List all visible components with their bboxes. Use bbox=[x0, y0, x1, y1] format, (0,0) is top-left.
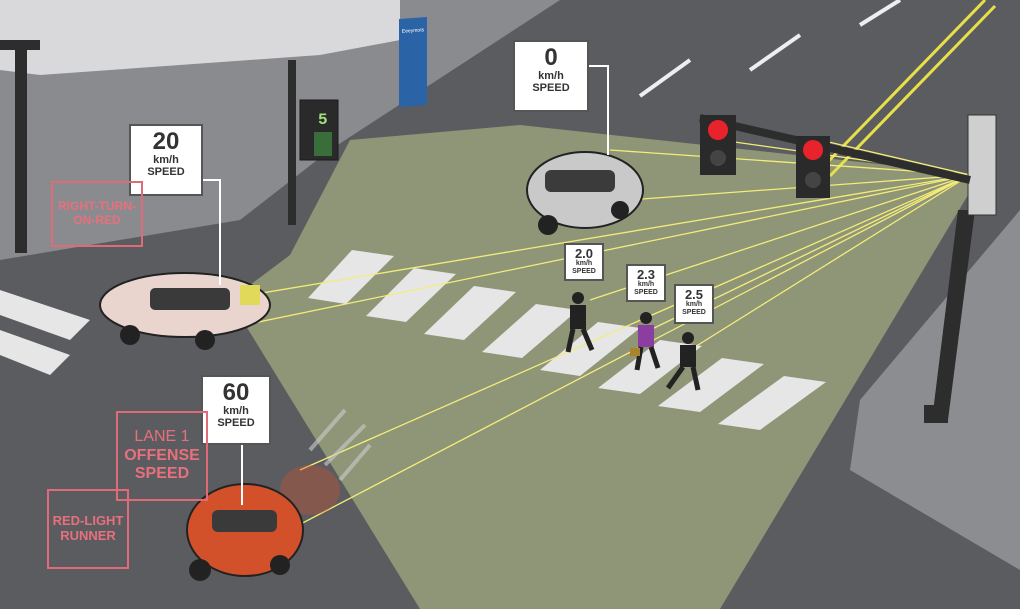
car-stopped bbox=[526, 151, 644, 235]
countdown-digit: 5 bbox=[318, 111, 328, 129]
car-turning bbox=[99, 272, 271, 350]
violation-text-line: ON-RED bbox=[73, 213, 121, 227]
speed-label: SPEED bbox=[147, 166, 185, 179]
speed-label: SPEED bbox=[572, 267, 596, 275]
violation-text-line: RED-LIGHT bbox=[52, 513, 124, 529]
detection-zone bbox=[230, 125, 980, 609]
sensor-beams bbox=[219, 139, 971, 541]
violation-text-line: RUNNER bbox=[60, 528, 116, 543]
violation-text-line: LANE 1 bbox=[134, 428, 190, 446]
speed-tag-pedestrian-1: 2.0 km/h SPEED bbox=[564, 243, 604, 281]
sidewalk-right bbox=[850, 210, 1020, 570]
traffic-pole-left bbox=[0, 40, 40, 253]
pedestrian-signal bbox=[288, 60, 339, 225]
speed-value: 2.0 bbox=[574, 246, 594, 261]
traffic-light-2 bbox=[796, 136, 830, 198]
violation-text-line: OFFENSE bbox=[124, 446, 200, 464]
speed-unit: km/h bbox=[538, 70, 564, 82]
speed-unit: km/h bbox=[637, 281, 655, 288]
speed-unit: km/h bbox=[685, 301, 703, 308]
speed-label: SPEED bbox=[682, 308, 706, 316]
speed-label: SPEED bbox=[634, 288, 658, 296]
violation-right-turn-on-red: RIGHT-TURN- ON-RED bbox=[51, 181, 143, 247]
speed-unit: km/h bbox=[153, 154, 179, 166]
pedestrian-1 bbox=[565, 292, 595, 353]
speed-tag-car-stopped: 0 km/h SPEED bbox=[513, 40, 589, 112]
center-lines bbox=[818, 0, 997, 178]
speed-value: 2.5 bbox=[684, 287, 704, 302]
car-speeding bbox=[186, 408, 372, 581]
pedestrian-3 bbox=[665, 332, 701, 391]
speed-value: 20 bbox=[152, 128, 180, 155]
crosswalk-left bbox=[0, 290, 90, 375]
lane-markings bbox=[638, 0, 902, 98]
violation-red-light-runner: RED-LIGHT RUNNER bbox=[47, 489, 129, 569]
traffic-light-1 bbox=[700, 115, 736, 175]
speed-label: SPEED bbox=[532, 82, 570, 95]
street-sign-text: Eeeymots bbox=[401, 27, 425, 35]
violation-text-line: SPEED bbox=[134, 465, 190, 483]
speed-value: 60 bbox=[222, 379, 250, 406]
speed-value: 2.3 bbox=[636, 267, 656, 282]
violation-lane-offense: LANE 1 OFFENSE SPEED bbox=[116, 411, 208, 501]
violation-text-line: RIGHT-TURN- bbox=[58, 199, 136, 214]
traffic-pole-right bbox=[699, 114, 997, 423]
speed-unit: km/h bbox=[223, 405, 249, 417]
speed-tag-pedestrian-2: 2.3 km/h SPEED bbox=[626, 264, 666, 302]
speed-unit: km/h bbox=[575, 260, 593, 267]
speed-tag-car-speeding: 60 km/h SPEED bbox=[201, 375, 271, 445]
speed-label: SPEED bbox=[217, 417, 255, 430]
speed-value: 0 bbox=[544, 44, 558, 71]
pedestrian-2 bbox=[630, 312, 661, 371]
building bbox=[0, 0, 400, 75]
speed-tag-pedestrian-3: 2.5 km/h SPEED bbox=[674, 284, 714, 324]
street-sign: Eeeymots bbox=[399, 17, 427, 107]
callout-leaders bbox=[202, 65, 609, 505]
